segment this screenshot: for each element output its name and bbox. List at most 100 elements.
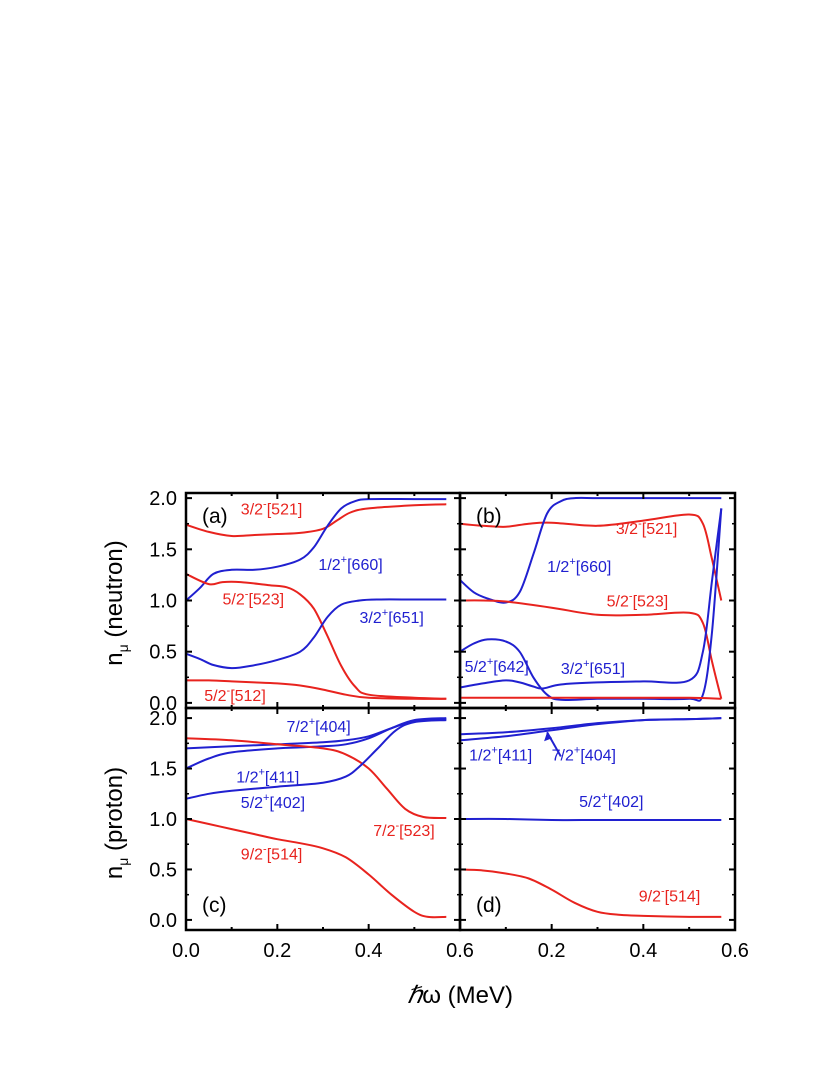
series-line-2 bbox=[186, 572, 447, 700]
series-label: 9/2-[514] bbox=[639, 886, 701, 906]
ylabel-top-tail: (neutron) bbox=[101, 540, 128, 644]
ytick-label: 1.0 bbox=[149, 809, 177, 831]
label-tail: [660] bbox=[576, 559, 612, 576]
label-base: 5/2 bbox=[465, 659, 487, 676]
series-label: 7/2+[404] bbox=[286, 716, 350, 736]
label-sup: + bbox=[341, 554, 347, 566]
series-line-4 bbox=[186, 679, 447, 700]
label-tail: [512] bbox=[230, 688, 266, 705]
label-sup: - bbox=[245, 589, 249, 601]
xtick-label: 0.2 bbox=[263, 940, 291, 962]
series-label: 1/2+[660] bbox=[318, 554, 382, 574]
label-base: 5/2 bbox=[607, 594, 629, 611]
label-base: 7/2 bbox=[552, 747, 574, 764]
label-sup: + bbox=[309, 716, 315, 728]
series-line-3 bbox=[460, 868, 722, 918]
ylabel-bottom-tail: (proton) bbox=[101, 767, 128, 858]
series-line-0 bbox=[186, 503, 447, 538]
series-label: 5/2-[523] bbox=[223, 589, 285, 609]
label-tail: [521] bbox=[642, 521, 678, 538]
series-label: 3/2-[521] bbox=[241, 499, 303, 519]
panels: 0.00.51.01.52.0(a)3/2-[521]1/2+[660]5/2-… bbox=[149, 488, 749, 962]
label-sup: - bbox=[638, 518, 642, 530]
label-base: 1/2 bbox=[469, 747, 491, 764]
ytick-label: 0.0 bbox=[149, 910, 177, 932]
series-line-1 bbox=[186, 717, 447, 770]
series-line-2 bbox=[186, 737, 447, 819]
series-line-4 bbox=[460, 508, 723, 690]
label-tail: [514] bbox=[665, 889, 701, 906]
series-line-0 bbox=[460, 513, 723, 601]
label-tail: [402] bbox=[269, 795, 305, 812]
label-base: 9/2 bbox=[241, 846, 263, 863]
label-sup: + bbox=[601, 791, 607, 803]
xtick-label: 0.6 bbox=[446, 940, 474, 962]
ylabel-bottom-sub: μ bbox=[115, 858, 131, 866]
ytick-label: 1.5 bbox=[149, 759, 177, 781]
label-base: 9/2 bbox=[639, 889, 661, 906]
label-sup: + bbox=[574, 744, 580, 756]
arrow-head bbox=[544, 732, 553, 742]
series-line-4 bbox=[186, 818, 447, 919]
xlabel-hbar: ℏ bbox=[407, 982, 424, 1009]
label-sup: - bbox=[395, 820, 399, 832]
label-base: 5/2 bbox=[204, 688, 226, 705]
series-label: 7/2-[523] bbox=[373, 820, 435, 840]
series-label: 5/2+[402] bbox=[241, 792, 305, 812]
ylabel-top-base: n bbox=[101, 652, 128, 665]
series-group bbox=[186, 717, 447, 919]
label-tail: [411] bbox=[265, 770, 299, 787]
ylabel-top: nμ (neutron) bbox=[101, 540, 131, 666]
label-base: 7/2 bbox=[286, 719, 308, 736]
label-sup: + bbox=[382, 607, 388, 619]
series-line-2 bbox=[460, 599, 723, 700]
label-tail: [523] bbox=[248, 592, 284, 609]
series-group bbox=[186, 497, 447, 700]
ytick-label: 0.5 bbox=[149, 642, 177, 664]
panel-a: 0.00.51.01.52.0(a)3/2-[521]1/2+[660]5/2-… bbox=[149, 488, 462, 715]
xtick-label: 0.6 bbox=[721, 940, 749, 962]
series-line-0 bbox=[460, 717, 722, 736]
label-sup: - bbox=[263, 843, 267, 855]
series-label: 5/2+[402] bbox=[579, 791, 643, 811]
label-tail: [404] bbox=[580, 747, 616, 764]
label-sup: - bbox=[629, 591, 633, 603]
label-tail: [404] bbox=[315, 719, 351, 736]
xtick-label: 0.2 bbox=[538, 940, 566, 962]
label-base: 3/2 bbox=[561, 661, 583, 678]
label-sup: - bbox=[661, 886, 665, 898]
ytick-label: 2.0 bbox=[149, 708, 177, 730]
label-tail: [521] bbox=[267, 502, 303, 519]
series-label: 3/2+[651] bbox=[360, 607, 424, 627]
label-base: 7/2 bbox=[373, 823, 395, 840]
series-line-1 bbox=[186, 497, 447, 602]
label-tail: [651] bbox=[590, 661, 626, 678]
label-sup: - bbox=[263, 499, 267, 511]
label-tail: [651] bbox=[388, 610, 424, 627]
series-label: 1/2+[660] bbox=[547, 556, 611, 576]
series-line-3 bbox=[186, 719, 447, 800]
label-base: 1/2 bbox=[236, 770, 258, 787]
xtick-label: 0.4 bbox=[629, 940, 657, 962]
ytick-label: 1.5 bbox=[149, 539, 177, 561]
ytick-label: 2.0 bbox=[149, 488, 177, 510]
series-group bbox=[460, 717, 722, 918]
panel-label: (b) bbox=[476, 505, 502, 528]
series-line-2 bbox=[460, 817, 722, 822]
label-base: 5/2 bbox=[241, 795, 263, 812]
label-base: 3/2 bbox=[241, 502, 263, 519]
label-base: 1/2 bbox=[318, 557, 340, 574]
series-label: 5/2-[523] bbox=[607, 591, 669, 611]
ylabel-bottom: nμ (proton) bbox=[101, 767, 131, 879]
panel-label: (d) bbox=[476, 894, 502, 917]
ylabel-bottom-base: n bbox=[101, 866, 128, 879]
series-line-1 bbox=[460, 717, 722, 742]
label-base: 3/2 bbox=[360, 610, 382, 627]
label-sup: + bbox=[491, 744, 497, 756]
label-base: 3/2 bbox=[616, 521, 638, 538]
label-base: 5/2 bbox=[579, 794, 601, 811]
label-tail: [660] bbox=[347, 557, 383, 574]
label-sup: + bbox=[583, 658, 589, 670]
label-tail: [411] bbox=[498, 747, 532, 764]
